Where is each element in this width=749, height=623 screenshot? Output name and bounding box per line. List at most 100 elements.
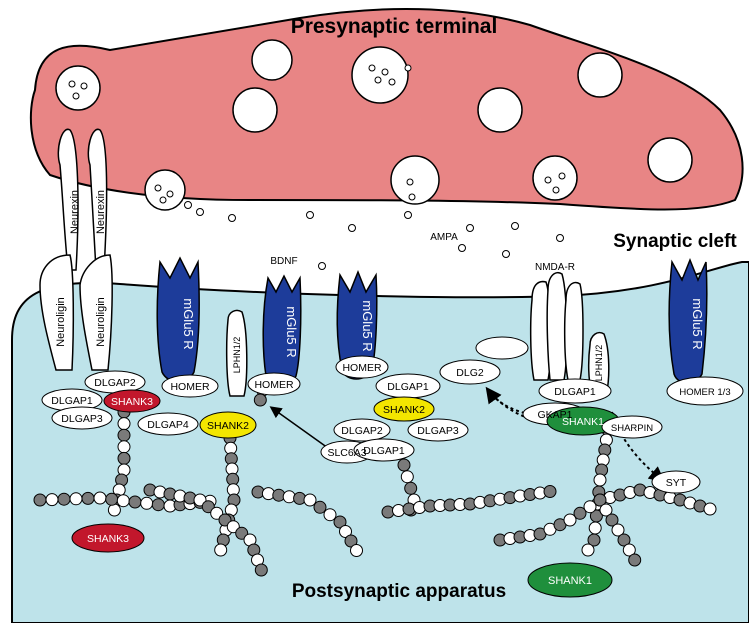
- shank2-chain-bead: [214, 543, 228, 557]
- shank1-chain-bead: [611, 523, 625, 537]
- title-cleft: Synaptic cleft: [613, 231, 737, 252]
- shank2-chain-bead: [339, 525, 352, 538]
- nmda-receptor: [225, 271, 610, 397]
- label-dlgap3-center: DLGAP3: [417, 425, 459, 437]
- label-ampa: AMPA: [430, 232, 458, 243]
- shank2-chain-bead: [350, 544, 363, 557]
- label-shank2-center: SHANK2: [383, 404, 425, 416]
- label-sharpin: SHARPIN: [611, 423, 653, 434]
- neurexin-label-right: Neurexin: [95, 190, 107, 234]
- shank2-chain-bead: [323, 508, 337, 522]
- slc6a3-arrow: [269, 406, 329, 449]
- shank3-chain-bead: [117, 451, 131, 465]
- vesicle-contents: [68, 64, 566, 204]
- neuroligin-label-left: Neuroligin: [55, 297, 67, 347]
- lphn-label-left: LPHN1/2: [232, 337, 242, 374]
- shank3-chain-bead: [69, 492, 83, 506]
- label-dlgap2-center: DLGAP2: [341, 425, 383, 437]
- shank1-chain-bead: [573, 506, 587, 520]
- label-gkap1: GKAP1: [537, 409, 572, 421]
- shank3-chain-bead: [116, 494, 130, 508]
- label-dlgap4: DLGAP4: [147, 419, 189, 431]
- adhesion-molecules: [39, 128, 113, 371]
- shank3-chain-bead: [57, 492, 71, 506]
- label-syt: SYT: [666, 477, 687, 489]
- shank3-chain-bead: [128, 495, 142, 509]
- shank1-chain-bead: [599, 503, 613, 517]
- mglu5-label-2: mGlu5 R: [284, 306, 299, 357]
- shank1-chain-bead: [583, 500, 597, 514]
- lphn-right: [587, 331, 610, 396]
- shank1-chain-bead: [628, 553, 642, 567]
- shank2-chain-bead: [333, 515, 347, 529]
- shank1-chain-bead: [617, 533, 631, 547]
- shank3-chain-bead: [117, 417, 131, 431]
- shank2-chain-bead: [313, 500, 327, 514]
- shank1-chain-bead: [605, 513, 619, 527]
- label-shank2-left: SHANK2: [207, 420, 249, 432]
- label-dlgap1-center-low: DLGAP1: [363, 445, 405, 457]
- shank1-chain-bead: [563, 513, 577, 527]
- vesicles: [55, 39, 693, 211]
- shank2-chain-bead: [253, 393, 267, 407]
- neuroligin-right: [79, 254, 113, 371]
- shank2-chain-bead: [303, 493, 317, 507]
- mglu5-label-3: mGlu5 R: [360, 300, 375, 351]
- released-neurotransmitters: [184, 201, 564, 270]
- protein-ovals: [41, 336, 744, 598]
- shank3-chain-bead: [93, 491, 107, 505]
- presynaptic-terminal: [29, 7, 744, 211]
- label-shank1-bottom: SHANK1: [548, 575, 592, 587]
- shank1-chain-bead: [622, 543, 636, 557]
- title-postsynaptic: Postsynaptic apparatus: [292, 581, 506, 602]
- neuroligin-label-right: Neuroligin: [95, 297, 107, 347]
- shank1-chain-bead: [593, 473, 607, 487]
- label-shank3-top: SHANK3: [111, 396, 153, 408]
- shank2c-chain-bead: [400, 470, 414, 484]
- neuroligin-left: [39, 254, 75, 371]
- label-shank3-bottom: SHANK3: [87, 533, 129, 545]
- shank3-chain-bead: [151, 498, 165, 512]
- shank3-chain-bead: [45, 493, 59, 507]
- label-homer-left: HOMER: [170, 381, 210, 393]
- shank3-chain-bead: [33, 493, 47, 507]
- label-homer-mid: HOMER: [254, 379, 294, 391]
- label-dlgap1-center: DLGAP1: [387, 381, 429, 393]
- label-nmdar: NMDA-R: [535, 262, 575, 273]
- title-presynaptic: Presynaptic terminal: [291, 15, 498, 38]
- shank3-chain-bead: [140, 496, 154, 510]
- label-homer-center: HOMER: [342, 362, 382, 374]
- shank3-chain-bead: [105, 492, 119, 506]
- mglu5-receptors: [156, 256, 708, 386]
- label-dlgap2-left: DLGAP2: [94, 377, 136, 389]
- lphn-left: [225, 309, 248, 397]
- label-bdnf: BDNF: [270, 256, 297, 267]
- label-shank1-top: SHANK1: [562, 416, 604, 428]
- shank2-chain-bead: [344, 534, 358, 548]
- label-dlgap1-right: DLGAP1: [554, 386, 596, 398]
- label-dlg2: DLG2: [456, 367, 484, 379]
- oval-labels: DLGAP2 HOMER DLGAP1 SHANK3 DLGAP3 DLGAP4…: [51, 362, 730, 587]
- shank2-chain-bead: [254, 563, 268, 577]
- shank2c-chain-bead: [397, 458, 411, 472]
- lphn-label-right: LPHN1/2: [594, 345, 604, 382]
- label-dlgap3-left: DLGAP3: [61, 413, 103, 425]
- neurexin-label-left: Neurexin: [69, 190, 81, 234]
- neurexin-right: [87, 128, 108, 271]
- mglu5-label-1: mGlu5 R: [181, 298, 196, 349]
- shank2c-chain-bead: [543, 485, 557, 498]
- shank1-chain-bead: [703, 502, 717, 516]
- label-slc6a3: SLC6A3: [327, 447, 366, 459]
- shank1-chain-bead: [587, 533, 601, 547]
- shank1-chain-bead: [588, 521, 602, 535]
- label-homer13: HOMER 1/3: [679, 387, 730, 398]
- shank1-chain-bead: [593, 493, 607, 507]
- mglu5-label-4: mGlu5 R: [690, 298, 705, 349]
- shank3-chain-bead: [117, 428, 131, 442]
- label-dlgap1-left: DLGAP1: [51, 395, 93, 407]
- shank3-chain-bead: [107, 503, 121, 517]
- shank3-chain-bead: [81, 491, 95, 505]
- shank3-chain-bead: [117, 440, 131, 454]
